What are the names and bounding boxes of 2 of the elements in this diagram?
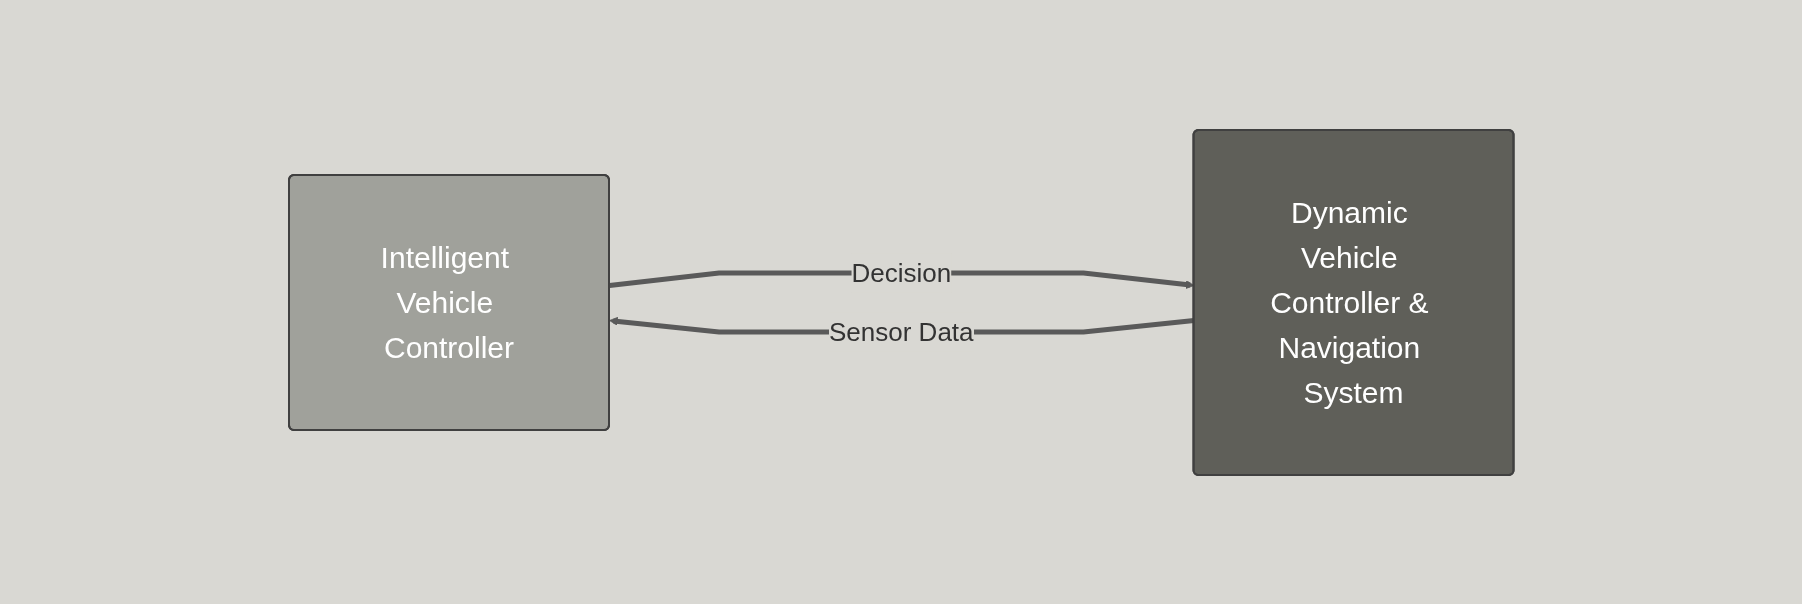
edge-label: Sensor Data (828, 316, 974, 346)
edge-label: Decision (851, 257, 951, 287)
